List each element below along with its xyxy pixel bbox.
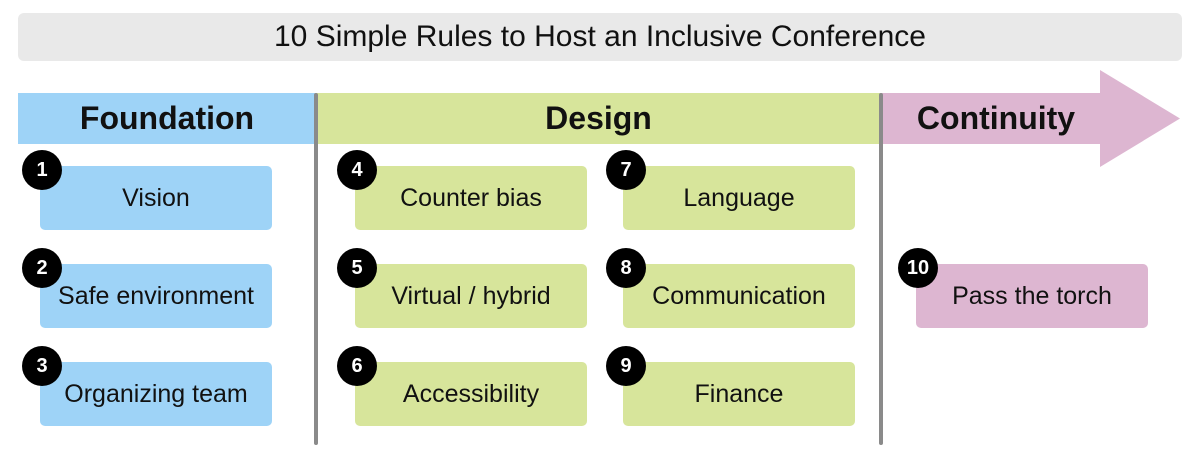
rule-label: Safe environment <box>58 281 254 310</box>
rule-label: Organizing team <box>64 379 248 408</box>
phase-divider-1 <box>314 93 318 445</box>
rule-card-9: Finance <box>623 362 855 426</box>
rule-card-3: Organizing team <box>40 362 272 426</box>
continuity-arrow-shape <box>881 70 1180 167</box>
rule-card-4: Counter bias <box>355 166 587 230</box>
rule-number-badge-9: 9 <box>606 346 646 386</box>
rule-card-2: Safe environment <box>40 264 272 328</box>
rule-number-badge-3: 3 <box>22 346 62 386</box>
rule-label: Vision <box>122 183 190 212</box>
phase-label-foundation: Foundation <box>79 100 255 136</box>
rule-label: Pass the torch <box>952 281 1112 310</box>
phase-label-continuity: Continuity <box>916 100 1076 136</box>
rule-label: Virtual / hybrid <box>391 281 551 310</box>
rule-number-badge-7: 7 <box>606 150 646 190</box>
rule-number-badge-8: 8 <box>606 248 646 288</box>
phase-divider-2 <box>879 93 883 445</box>
rule-label: Finance <box>694 379 784 408</box>
rule-number-badge-1: 1 <box>22 150 62 190</box>
rule-number-badge-4: 4 <box>337 150 377 190</box>
rule-card-10: Pass the torch <box>916 264 1148 328</box>
rule-card-6: Accessibility <box>355 362 587 426</box>
rule-label: Communication <box>652 281 826 310</box>
rule-number-badge-10: 10 <box>898 248 938 288</box>
phase-header-foundation: Foundation <box>18 93 316 144</box>
rule-label: Counter bias <box>400 183 542 212</box>
rule-card-7: Language <box>623 166 855 230</box>
rule-number-badge-6: 6 <box>337 346 377 386</box>
phase-header-continuity: Continuity <box>881 70 1180 167</box>
diagram-title: 10 Simple Rules to Host an Inclusive Con… <box>18 13 1182 61</box>
phase-header-design: Design <box>316 93 881 144</box>
phase-label-design: Design <box>545 100 652 136</box>
rule-card-8: Communication <box>623 264 855 328</box>
rule-card-1: Vision <box>40 166 272 230</box>
rule-number-badge-2: 2 <box>22 248 62 288</box>
rule-card-5: Virtual / hybrid <box>355 264 587 328</box>
rule-number-badge-5: 5 <box>337 248 377 288</box>
rule-label: Accessibility <box>402 379 540 408</box>
rule-label: Language <box>683 183 795 212</box>
